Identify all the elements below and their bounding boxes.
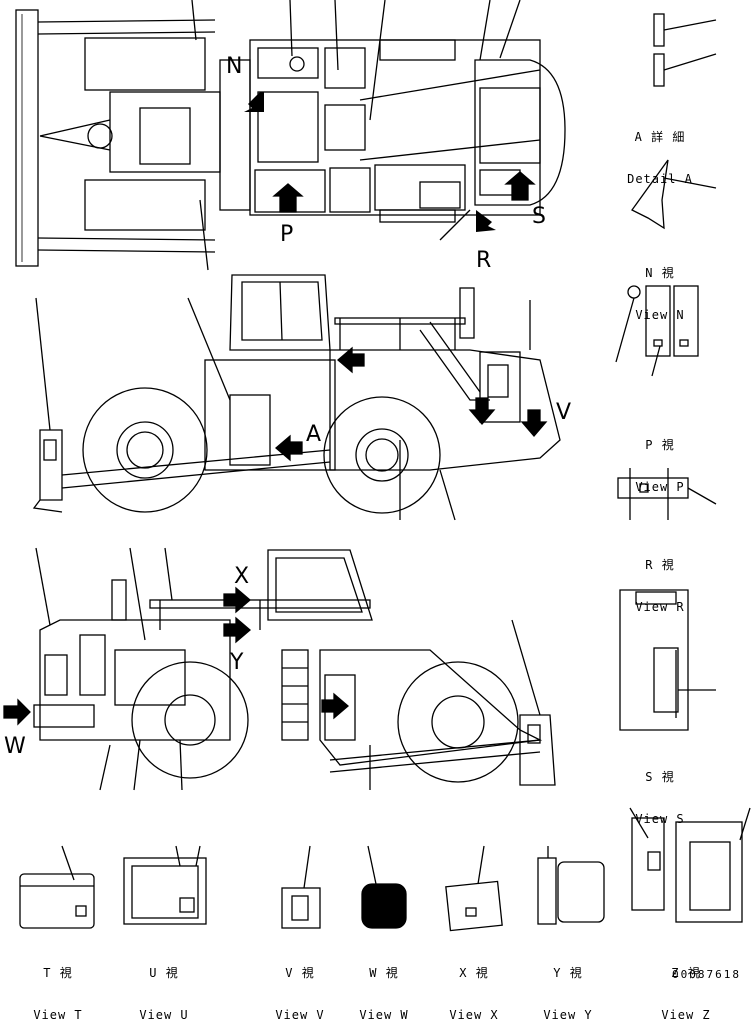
- view-s-figure: [619, 589, 716, 731]
- view-s-label: S 視 View S: [620, 742, 700, 840]
- view-p-figure: [615, 285, 699, 377]
- callout-s: S: [532, 204, 546, 229]
- view-w-jp: W 視: [369, 966, 399, 980]
- view-z-label: Z 視 View Z: [646, 938, 726, 1036]
- top-view: [15, 0, 566, 271]
- callout-v: V: [556, 400, 572, 425]
- view-y-jp: Y 視: [553, 966, 583, 980]
- detail-a-label: A 詳 細 Detail A: [620, 102, 700, 200]
- view-v-label: V 視 View V: [260, 938, 340, 1036]
- drawing-number: 00087618: [672, 968, 741, 981]
- view-w-figure: [361, 845, 407, 929]
- view-p-jp: P 視: [645, 438, 675, 452]
- view-u-en: View U: [139, 1008, 189, 1022]
- view-v-jp: V 視: [285, 966, 315, 980]
- side-view-left: [32, 274, 561, 521]
- callout-p: P: [280, 222, 294, 247]
- view-s-en: View S: [635, 812, 685, 826]
- callout-w: W: [4, 734, 26, 759]
- view-t-label: T 視 View T: [18, 938, 98, 1036]
- callout-r: R: [476, 248, 492, 273]
- view-u-label: U 視 View U: [124, 938, 204, 1036]
- detail-a-figure: [653, 13, 717, 87]
- view-n-label: N 視 View N: [620, 238, 700, 336]
- view-y-figure: [537, 846, 605, 925]
- view-r-jp: R 視: [645, 558, 675, 572]
- view-z-figure: [629, 807, 751, 923]
- view-z-en: View Z: [661, 1008, 711, 1022]
- callout-x: X: [234, 564, 250, 589]
- side-view-right: [3, 547, 556, 791]
- view-r-figure: [617, 468, 717, 520]
- view-v-figure: [281, 845, 321, 929]
- view-t-en: View T: [33, 1008, 83, 1022]
- view-n-en: View N: [635, 308, 685, 322]
- view-w-en: View W: [359, 1008, 409, 1022]
- view-v-en: View V: [275, 1008, 325, 1022]
- view-x-label: X 視 View X: [434, 938, 514, 1036]
- parts-diagram: [3, 0, 751, 932]
- callout-y: Y: [230, 650, 244, 675]
- view-t-figure: [19, 845, 95, 929]
- view-y-label: Y 視 View Y: [528, 938, 608, 1036]
- view-x-figure: [445, 845, 503, 932]
- view-t-jp: T 視: [43, 966, 73, 980]
- view-r-en: View R: [635, 600, 685, 614]
- view-r-label: R 視 View R: [620, 530, 700, 628]
- view-u-jp: U 視: [149, 966, 179, 980]
- view-n-jp: N 視: [645, 266, 675, 280]
- view-x-en: View X: [449, 1008, 499, 1022]
- view-z-jp: Z 視: [671, 966, 701, 980]
- callout-a: A: [306, 422, 322, 447]
- view-s-jp: S 視: [645, 770, 675, 784]
- view-x-jp: X 視: [459, 966, 489, 980]
- view-y-en: View Y: [543, 1008, 593, 1022]
- detail-a-jp: A 詳 細: [634, 130, 686, 144]
- view-u-figure: [123, 845, 207, 925]
- detail-a-en: Detail A: [627, 172, 693, 186]
- view-n-figure: [631, 159, 717, 230]
- view-p-en: View P: [635, 480, 685, 494]
- view-w-label: W 視 View W: [344, 938, 424, 1036]
- view-p-label: P 視 View P: [620, 410, 700, 508]
- callout-n: N: [226, 54, 243, 79]
